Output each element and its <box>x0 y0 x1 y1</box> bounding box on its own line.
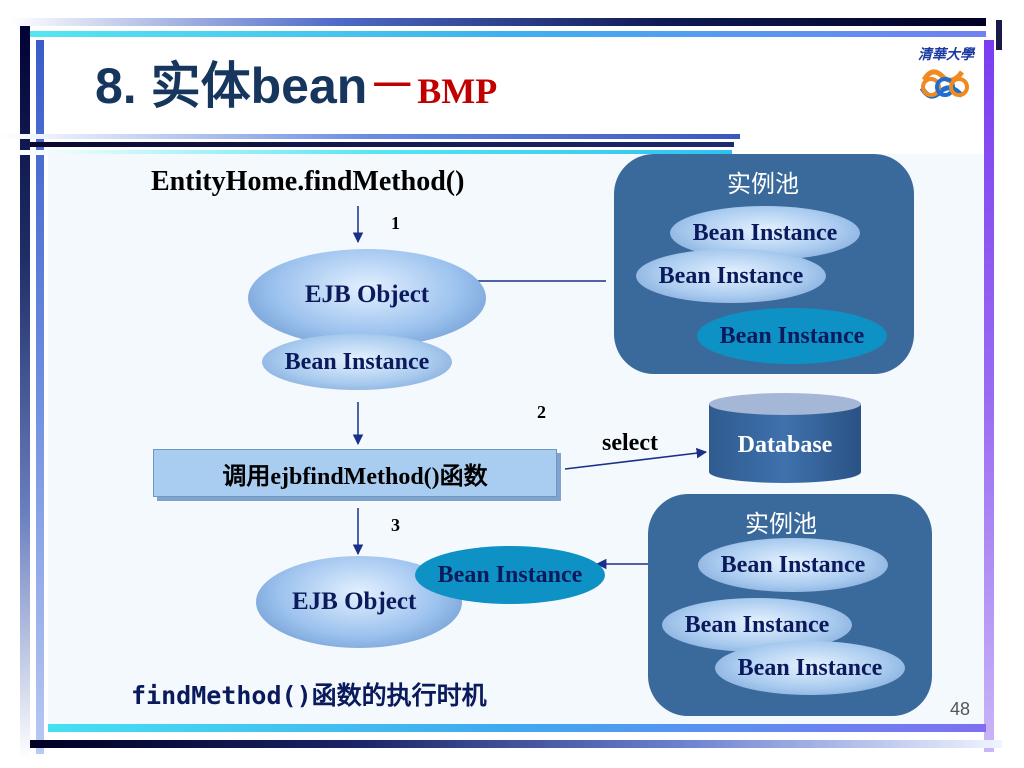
tsinghua-logo-icon <box>919 69 969 99</box>
title-separator-cyan <box>20 150 732 155</box>
pool-top-bean-2: Bean Instance <box>636 249 826 303</box>
ejb-object-top-label: EJB Object <box>304 281 430 308</box>
frame-bottom-cyan <box>48 724 986 732</box>
diagram-caption: findMethod()函数的执行时机 <box>131 681 487 710</box>
pool-bottom-bean-3-label: Bean Instance <box>737 654 883 681</box>
step2-label: 2 <box>537 402 546 422</box>
pool-top-bean-3-label: Bean Instance <box>719 322 865 349</box>
ejb-object-top: EJB Object <box>248 249 486 347</box>
slide-title-suffix: BMP <box>417 71 498 111</box>
ejb-find-method-box: 调用ejbfindMethod()函数 <box>153 449 557 497</box>
pool-top-bean-3: Bean Instance <box>697 308 887 364</box>
step1-label: 1 <box>391 213 400 233</box>
pool-bottom-bean-1-label: Bean Instance <box>720 551 866 578</box>
step3-label: 3 <box>391 515 400 535</box>
slide-title-prefix: 8. 实体bean <box>95 58 368 114</box>
frame-bottom-dark <box>30 740 1002 748</box>
select-arrow <box>564 447 708 470</box>
frame-left-dark <box>20 18 30 760</box>
select-label: select <box>602 430 658 456</box>
title-separator-dark <box>30 142 734 147</box>
frame-top-dark <box>10 18 986 26</box>
pool-top-bean-1-label: Bean Instance <box>692 219 838 246</box>
page-number: 48 <box>950 699 971 719</box>
instance-pool-top-title: 实例池 <box>727 170 799 198</box>
pool-top-bean-2-label: Bean Instance <box>658 262 804 289</box>
frame-left-blue <box>36 40 44 754</box>
logo-text: 清華大學 <box>918 47 974 63</box>
frame-right-purple <box>984 40 994 752</box>
instance-pool-bottom-title: 实例池 <box>745 510 817 538</box>
entity-home-call-label: EntityHome.findMethod() <box>151 166 465 197</box>
ejb-object-bottom-label: EJB Object <box>292 588 417 615</box>
slide-title-dash: － <box>367 58 418 114</box>
pool-bottom-bean-2: Bean Instance <box>662 598 852 652</box>
pool-bottom-bean-1: Bean Instance <box>698 538 888 592</box>
pool-bottom-bean-3: Bean Instance <box>715 641 905 695</box>
bean-instance-bottom-label: Bean Instance <box>437 561 583 588</box>
database-cylinder: Database <box>708 392 862 484</box>
database-label: Database <box>737 432 833 458</box>
pool-bottom-bean-2-label: Bean Instance <box>684 611 830 638</box>
bean-instance-top: Bean Instance <box>262 334 452 390</box>
tsinghua-logo: 清華大學 <box>914 42 974 106</box>
frame-right-dark <box>996 20 1002 50</box>
title-separator-blue <box>0 134 740 139</box>
frame-top-cyan <box>30 31 986 37</box>
bean-instance-bottom: Bean Instance <box>415 546 605 604</box>
bean-instance-top-label: Bean Instance <box>284 348 430 375</box>
slide-title: 8. 实体bean－BMP <box>95 56 497 121</box>
